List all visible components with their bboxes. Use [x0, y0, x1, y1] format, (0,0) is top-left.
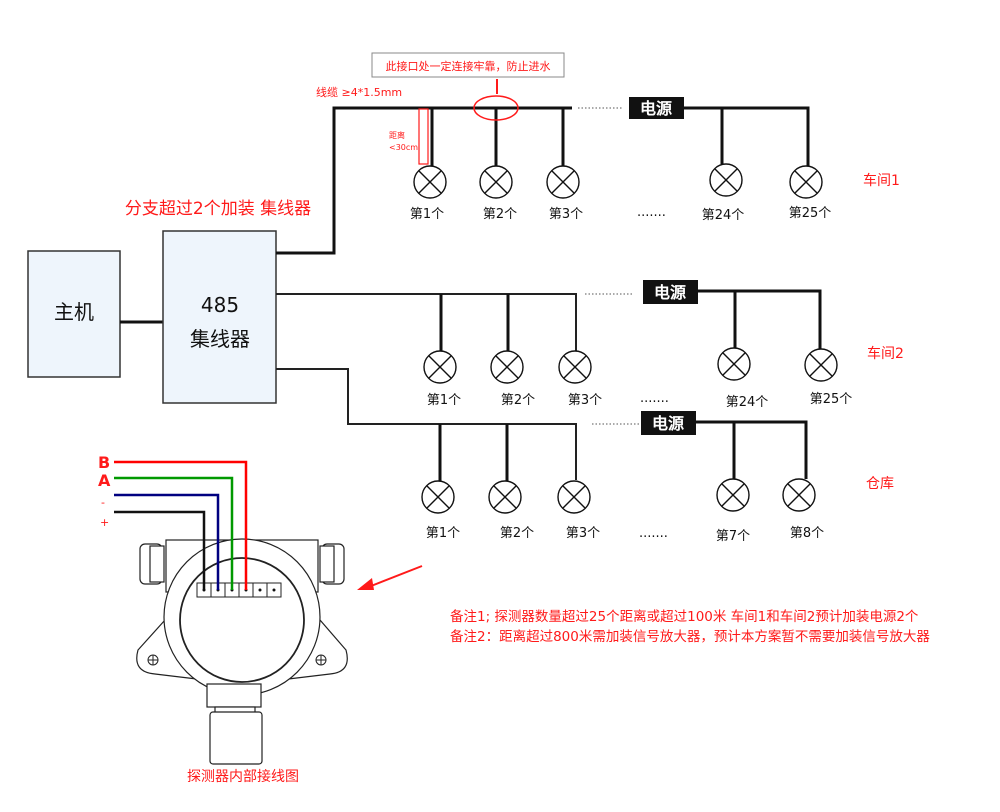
detector-icon	[413, 165, 447, 199]
cable-spec: 线缆 ≥4*1.5mm	[316, 85, 402, 99]
terminal-block	[196, 582, 282, 598]
detector-label: 第24个	[726, 395, 769, 410]
wire-b	[114, 460, 248, 590]
detector-label: 第1个	[410, 207, 444, 222]
detector-icon	[717, 347, 751, 381]
svg-text:电源: 电源	[640, 99, 672, 118]
pointer-arrow-icon	[357, 565, 423, 590]
detector-label: 第1个	[427, 393, 461, 408]
detector-label: 第3个	[549, 207, 583, 222]
wire-plus	[114, 510, 206, 590]
svg-text:此接口处一定连接牢靠，防止进水: 此接口处一定连接牢靠，防止进水	[386, 59, 551, 73]
detector-label: 第25个	[810, 392, 853, 407]
detector-label: 第7个	[716, 529, 750, 544]
svg-text:电源: 电源	[652, 414, 684, 433]
wire-a	[114, 476, 234, 590]
svg-text:电源: 电源	[654, 283, 686, 302]
ellipsis: .......	[639, 526, 668, 541]
detector-drawing: B A - + 探测器内部接线图	[98, 453, 348, 785]
hub-label-485: 485	[201, 293, 239, 317]
detector-icon	[716, 478, 750, 512]
branch-name: 仓库	[866, 476, 894, 492]
branch-name: 车间2	[867, 345, 904, 362]
branch-name: 车间1	[863, 172, 900, 189]
detector-icon	[546, 165, 580, 199]
host-box: 主机	[27, 250, 121, 378]
note-1: 备注1; 探测器数量超过25个距离或超过100米 车间1和车间2预计加装电源2个	[450, 608, 919, 625]
detector-label: 第24个	[702, 208, 745, 223]
power-supply: 电源	[643, 280, 698, 304]
detector-icon	[804, 348, 838, 382]
wire-minus	[114, 493, 220, 590]
hub-label-name: 集线器	[190, 327, 250, 351]
distance-note-2: <30cm	[389, 143, 418, 152]
hub-box: 485 集线器	[162, 230, 277, 404]
detector-icon	[490, 350, 524, 384]
distance-note-1: 距离	[389, 130, 405, 140]
ellipsis: .......	[637, 205, 666, 220]
detector-label: 第25个	[789, 206, 832, 221]
note-2: 备注2：距离超过800米需加装信号放大器，预计本方案暂不需要加装信号放大器	[450, 628, 930, 645]
power-supply: 电源	[629, 97, 684, 119]
detector-icon	[488, 480, 522, 514]
detector-label: 第8个	[790, 526, 824, 541]
host-label: 主机	[54, 300, 94, 324]
detector-icon	[421, 480, 455, 514]
terminal-label: +	[100, 516, 109, 529]
power-supply: 电源	[641, 411, 696, 435]
detector-icon	[709, 163, 743, 197]
branch-workshop-2: 电源 第1个 第2个 第3个 ....... 第24个 第25个 车间2	[276, 280, 904, 410]
detector-icon	[782, 478, 816, 512]
detector-icon	[558, 350, 592, 384]
detector-label: 第3个	[566, 526, 600, 541]
detector-label: 第2个	[501, 393, 535, 408]
bus-wire	[276, 106, 572, 255]
detector-label: 第2个	[500, 526, 534, 541]
detector-icon	[479, 165, 513, 199]
detector-label: 第3个	[568, 393, 602, 408]
terminal-label: -	[101, 496, 105, 509]
detector-label: 第1个	[426, 526, 460, 541]
detector-icon	[423, 350, 457, 384]
terminal-label: A	[98, 471, 111, 490]
detector-icon	[789, 165, 823, 199]
branch-workshop-1: 电源 第1个 第2个 第3个 ....... 第24个 第25个 车间1	[276, 97, 900, 255]
wiring-caption: 探测器内部接线图	[187, 768, 299, 785]
joint-highlight	[473, 95, 519, 121]
ellipsis: .......	[640, 391, 669, 406]
connection-callout: 此接口处一定连接牢靠，防止进水	[371, 52, 565, 121]
detector-icon	[557, 480, 591, 514]
distance-marker	[418, 108, 429, 165]
hub-note: 分支超过2个加装 集线器	[125, 199, 311, 219]
terminal-label: B	[98, 453, 110, 472]
detector-label: 第2个	[483, 207, 517, 222]
branch-warehouse: 电源 第1个 第2个 第3个 ....... 第7个 第8个 仓库	[276, 368, 894, 544]
